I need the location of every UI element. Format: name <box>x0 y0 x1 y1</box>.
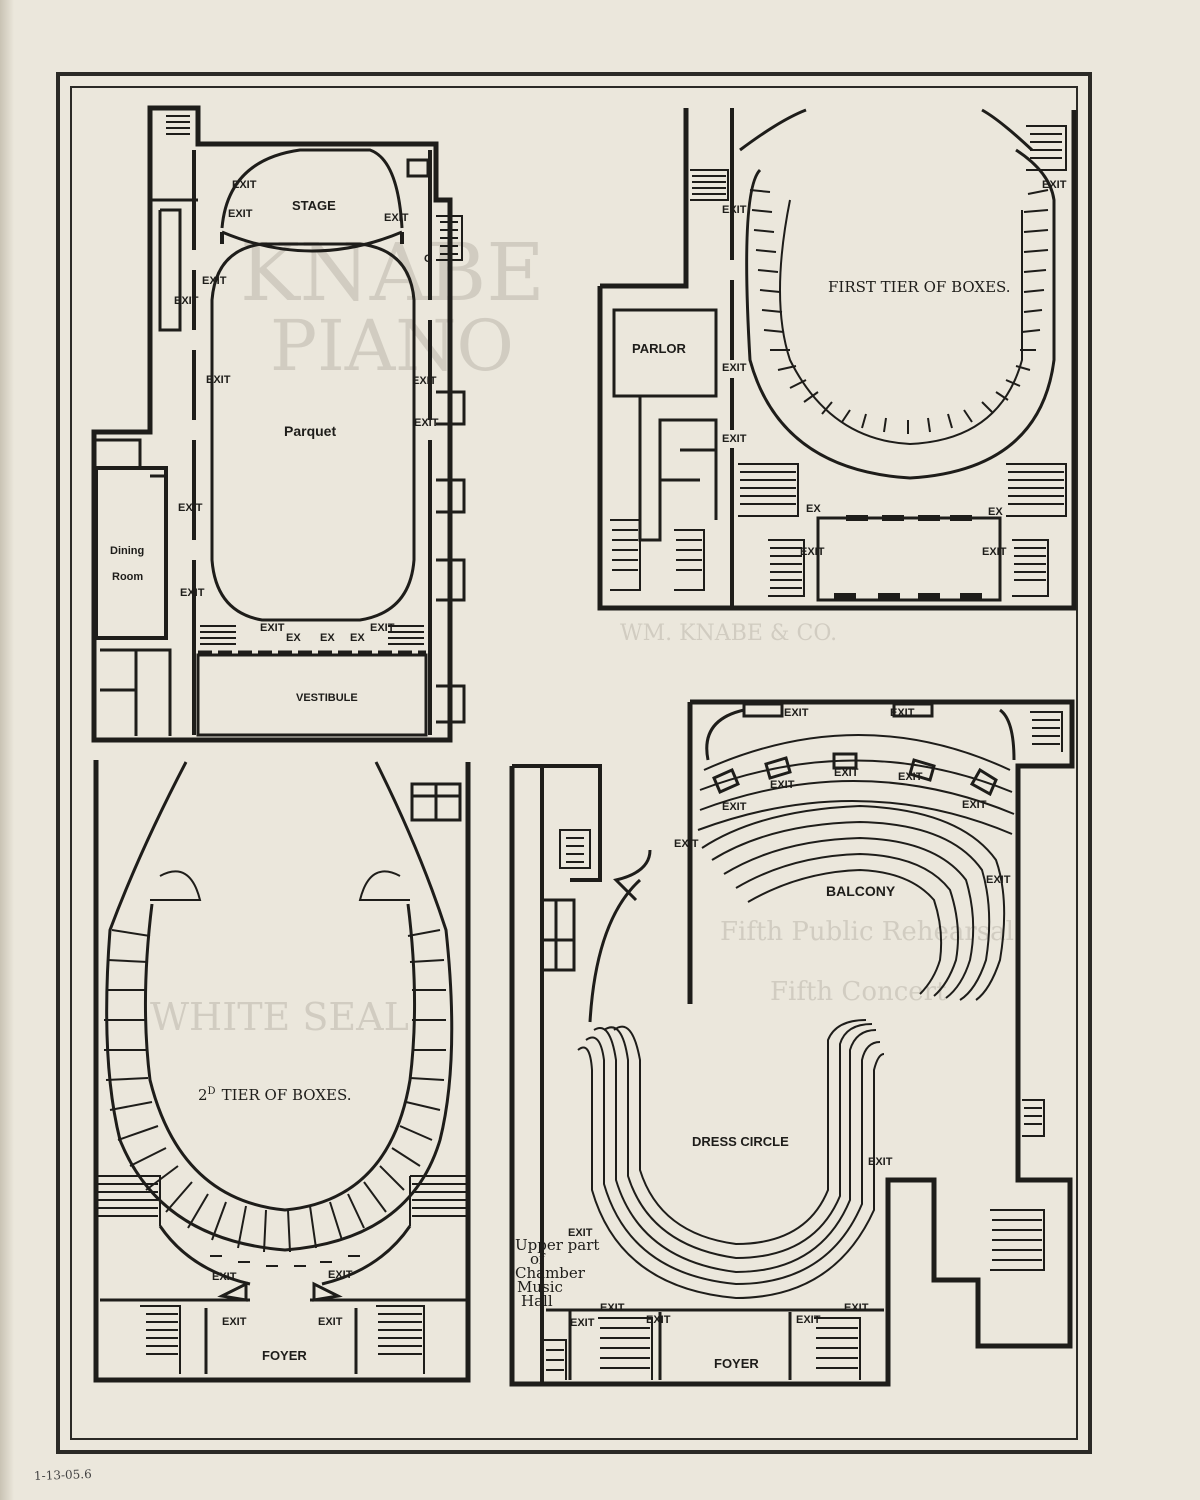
label-b-exit-4: EXIT <box>834 767 859 779</box>
label-second-num: 2 <box>198 1086 208 1104</box>
label-upper-part-4: Music <box>517 1278 563 1296</box>
label-b-exit-6: EXIT <box>722 801 747 813</box>
label-dining: Dining <box>110 545 144 557</box>
label-second-tier: 2D TIER OF BOXES. <box>198 1086 351 1104</box>
label-upper-part-3: Chamber <box>515 1264 586 1282</box>
label-stage: STAGE <box>292 198 336 213</box>
label-b-exit-2: EXIT <box>890 707 915 719</box>
label-ft-ex-2: EX <box>988 506 1003 518</box>
ghost-knabe: KNABE <box>240 226 545 319</box>
label-g: G <box>424 253 433 265</box>
label-ex-3: EX <box>350 632 365 644</box>
box-partitions-second <box>104 929 446 1253</box>
page-frame-inner <box>70 86 1078 1440</box>
plan-second-tier <box>93 760 471 1383</box>
label-dress-circle: DRESS CIRCLE <box>692 1134 789 1149</box>
label-exit-5: EXIT <box>174 295 199 307</box>
label-upper-part-1: Upper part <box>515 1236 599 1254</box>
label-exit-7: EXIT <box>412 375 437 387</box>
label-b-exit-8: EXIT <box>674 838 699 850</box>
label-parquet: Parquet <box>284 423 336 439</box>
label-b-exit-5: EXIT <box>898 771 923 783</box>
label-ex-1: EX <box>286 632 301 644</box>
label-b-exit-9: EXIT <box>986 874 1011 886</box>
label-exit-12: EXIT <box>370 622 395 634</box>
label-exit-10: EXIT <box>180 587 205 599</box>
label-exit-6: EXIT <box>206 374 231 386</box>
plan-parquet-labels: STAGE Parquet Dining Room VESTIBULE EXIT… <box>110 179 439 704</box>
label-exit-3: EXIT <box>384 212 409 224</box>
label-st-exit-3: EXIT <box>222 1316 247 1328</box>
label-second-sup: D <box>208 1086 216 1097</box>
plan-balcony-labels: BALCONY DRESS CIRCLE FOYER EXIT EXIT EXI… <box>515 707 1011 1371</box>
label-b-exit-11: EXIT <box>568 1227 593 1239</box>
label-exit-1: EXIT <box>232 179 257 191</box>
label-ex-2: EX <box>320 632 335 644</box>
ghost-piano: PIANO <box>270 305 514 387</box>
binding-spine <box>0 0 14 1500</box>
label-b-exit-14: EXIT <box>646 1314 671 1326</box>
plan-first-tier-labels: FIRST TIER OF BOXES. PARLOR EXIT EXIT EX… <box>632 179 1067 558</box>
label-first-tier: FIRST TIER OF BOXES. <box>828 278 1011 296</box>
ghost-white-seal: WHITE SEAL <box>150 995 409 1039</box>
label-parlor: PARLOR <box>632 341 687 356</box>
label-ft-exit-2: EXIT <box>722 362 747 374</box>
label-b-exit-3: EXIT <box>770 779 795 791</box>
plan-balcony <box>509 699 1075 1387</box>
label-second-rest: TIER OF BOXES. <box>222 1086 352 1104</box>
label-upper-part-2: of <box>530 1250 546 1268</box>
label-st-exit-1: EXIT <box>212 1271 237 1283</box>
label-upper-part-5: Hall <box>521 1292 553 1310</box>
label-exit-4: EXIT <box>202 275 227 287</box>
label-exit-2: EXIT <box>228 208 253 220</box>
ghost-rehearsal: Fifth Public Rehearsal <box>720 917 1014 947</box>
dress-circle-rows <box>577 1019 885 1300</box>
label-b-exit-13: EXIT <box>570 1317 595 1329</box>
label-balcony: BALCONY <box>826 883 896 899</box>
label-exit-11: EXIT <box>260 622 285 634</box>
box-partitions-first <box>749 189 1049 434</box>
plan-first-tier <box>597 108 1077 611</box>
page-frame-outer <box>56 72 1092 1454</box>
label-b-exit-15: EXIT <box>796 1314 821 1326</box>
label-ft-exit-6: EXIT <box>982 546 1007 558</box>
margin-annotation: 1-13-05.6 <box>33 1466 92 1484</box>
bleed-through-text: KNABE PIANO WM. KNABE & CO. Fifth Public… <box>150 226 1014 1039</box>
ghost-company: WM. KNABE & CO. <box>620 621 837 646</box>
label-ft-exit-3: EXIT <box>722 433 747 445</box>
label-st-exit-4: EXIT <box>318 1316 343 1328</box>
label-ft-ex-1: EX <box>806 503 821 515</box>
label-ft-exit-5: EXIT <box>800 546 825 558</box>
balcony-rows <box>697 759 1015 1001</box>
label-foyer-2: FOYER <box>262 1348 307 1363</box>
label-vestibule: VESTIBULE <box>296 692 358 704</box>
label-foyer-4: FOYER <box>714 1356 759 1371</box>
label-b-exit-16: EXIT <box>844 1302 869 1314</box>
plan-parquet <box>91 105 466 743</box>
label-room: Room <box>112 571 143 583</box>
label-exit-9: EXIT <box>178 502 203 514</box>
label-b-exit-1: EXIT <box>784 707 809 719</box>
label-b-exit-12: EXIT <box>600 1302 625 1314</box>
label-ft-exit-1: EXIT <box>722 204 747 216</box>
label-b-exit-7: EXIT <box>962 799 987 811</box>
label-ft-exit-4: EXIT <box>1042 179 1067 191</box>
label-exit-8: EXIT <box>414 417 439 429</box>
plan-second-tier-labels: 2D TIER OF BOXES. FOYER EXIT EXIT EXIT EX… <box>198 1086 353 1363</box>
label-st-exit-2: EXIT <box>328 1269 353 1281</box>
label-b-exit-10: EXIT <box>868 1156 893 1168</box>
ghost-concert: Fifth Concert <box>770 977 947 1007</box>
